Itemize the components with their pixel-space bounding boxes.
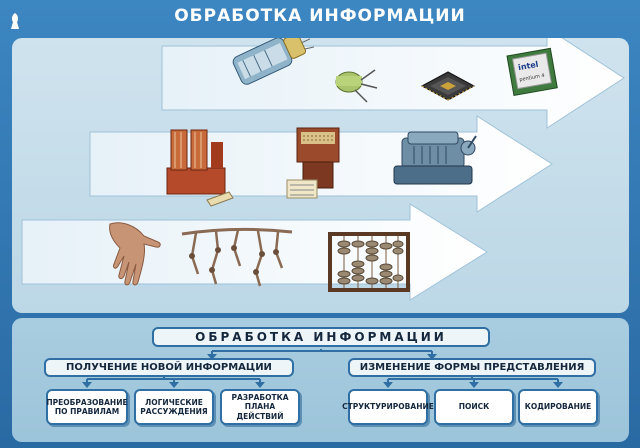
arithmometer-icon [393,131,477,185]
logo-icon [11,13,19,29]
arrow-manual [21,203,488,301]
knotted-cord-icon [181,227,293,287]
diagram-connectors [82,349,563,388]
diagram-panel: ОБРАБОТКА ИНФОРМАЦИИ ПОЛУЧЕНИЕ НОВОЙ ИНФ… [12,318,629,442]
leaf-encoding: КОДИРОВАНИЕ [518,389,598,425]
hand-icon [109,222,161,286]
tabulator-machine-icon [166,129,234,207]
leaf-structuring: СТРУКТУРИРОВАНИЕ [342,389,434,425]
evolution-arrows: intel pentium 4 [21,38,625,301]
punch-card-machine-icon [286,127,340,199]
microchip-icon [420,71,476,101]
vacuum-tube-icon [232,38,314,85]
branch-form-change: ИЗМЕНЕНИЕ ФОРМЫ ПРЕДСТАВЛЕНИЯ [348,358,596,377]
svg-text:intel: intel [517,60,539,72]
branch-new-information: ПОЛУЧЕНИЕ НОВОЙ ИНФОРМАЦИИ [44,358,294,377]
leaf-search: ПОИСК [434,389,514,425]
page-title: ОБРАБОТКА ИНФОРМАЦИИ [174,6,466,26]
processor-icon: intel pentium 4 [506,47,558,96]
svg-text:pentium 4: pentium 4 [519,73,545,83]
abacus-icon [328,232,410,292]
transistor-icon [335,69,378,103]
leaf-logical-reasoning: ЛОГИЧЕСКИЕ РАССУЖДЕНИЯ [134,389,214,425]
evolution-panel: intel pentium 4 [12,38,629,313]
leaf-rule-transform: ПРЕОБРАЗОВАНИЕ ПО ПРАВИЛАМ [46,389,128,425]
leaf-action-plan: РАЗРАБОТКА ПЛАНА ДЕЙСТВИЙ [220,389,300,425]
root-box: ОБРАБОТКА ИНФОРМАЦИИ [152,327,490,347]
